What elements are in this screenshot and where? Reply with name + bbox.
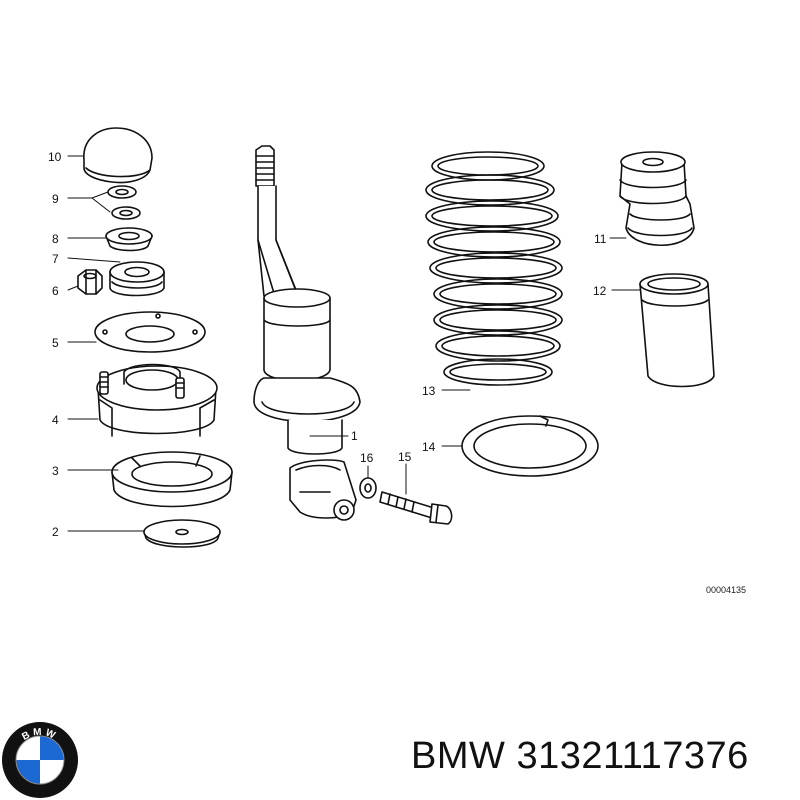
part-8-cup <box>105 227 153 252</box>
logo-blue-quadrant-bottom <box>16 760 40 784</box>
part-number: 31321117376 <box>516 735 749 777</box>
logo-blue-quadrant-top <box>40 736 64 760</box>
callout-5: 5 <box>52 336 59 350</box>
part-10-cap <box>83 127 153 184</box>
callout-6: 6 <box>52 284 59 298</box>
part-3-spring-seat <box>111 451 233 508</box>
drawing-reference-number: 00004135 <box>706 585 746 595</box>
part-11-bump-stop <box>619 151 695 246</box>
part-6-nut <box>77 269 103 295</box>
callout-14: 14 <box>422 440 436 454</box>
callout-2: 2 <box>52 525 59 539</box>
part-4-strut-mount <box>96 363 218 437</box>
brand-name: BMW <box>411 735 506 777</box>
part-9-washers <box>107 185 141 220</box>
callout-7: 7 <box>52 252 59 266</box>
part-15-bolt <box>379 491 453 525</box>
callout-8: 8 <box>52 232 59 246</box>
part-16-washer <box>359 477 377 499</box>
part-13-coil-spring <box>425 151 563 386</box>
part-1-shock-absorber <box>253 145 361 521</box>
callout-11: 11 <box>594 232 607 246</box>
callout-13: 13 <box>422 384 436 398</box>
part-caption: BMW 31321117376 <box>411 735 749 778</box>
part-5-gasket <box>94 311 206 353</box>
callout-15: 15 <box>398 450 412 464</box>
logo-letters: BMW <box>20 727 59 743</box>
part-12-dust-boot <box>639 273 715 388</box>
callout-3: 3 <box>52 464 59 478</box>
part-2-washer <box>143 519 221 548</box>
leader-lines <box>67 155 641 532</box>
part-7-bushing <box>109 261 165 297</box>
callout-10: 10 <box>48 150 62 164</box>
callout-12: 12 <box>593 284 607 298</box>
bmw-logo: BMW <box>2 722 78 798</box>
callout-9: 9 <box>52 192 59 206</box>
part-14-spring-pad <box>461 415 599 477</box>
callout-labels: 10 9 8 7 6 5 4 3 2 1 16 15 13 14 11 12 0… <box>48 150 746 595</box>
callout-16: 16 <box>360 451 374 465</box>
callout-1: 1 <box>351 429 358 443</box>
callout-4: 4 <box>52 413 59 427</box>
